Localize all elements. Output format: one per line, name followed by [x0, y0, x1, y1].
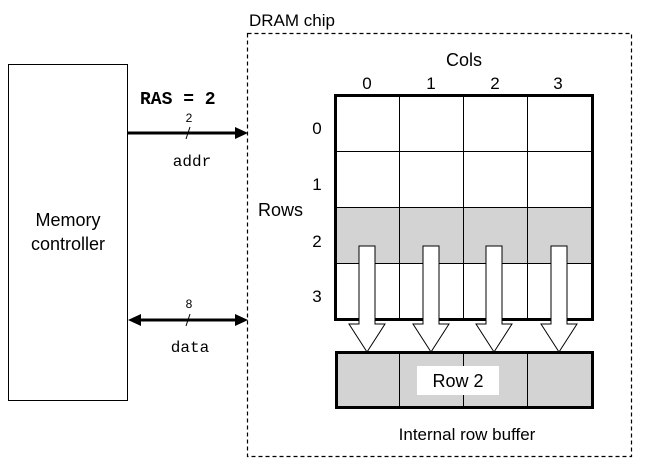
transfer-arrow-col-3 — [540, 245, 578, 353]
row-label-0: 0 — [312, 119, 321, 138]
ras-command-label: RAS = 2 — [140, 90, 216, 110]
memory-controller-label-line1: Memory — [35, 210, 100, 230]
row-buffer-caption: Internal row buffer — [399, 425, 536, 444]
memory-controller-box — [8, 64, 128, 401]
row-label-1: 1 — [312, 175, 321, 194]
dram-chip-boundary — [246, 32, 633, 458]
rows-title: Rows — [258, 200, 303, 220]
transfer-arrow-col-2 — [475, 245, 513, 353]
col-label-3: 3 — [553, 74, 562, 93]
row-buffer-content-label: Row 2 — [432, 371, 483, 391]
data-bus-width: 8 — [186, 297, 193, 311]
col-label-0: 0 — [362, 74, 371, 93]
cell-array-grid — [336, 96, 592, 319]
memory-controller-label-line2: controller — [31, 234, 105, 254]
row-label-3: 3 — [312, 287, 321, 306]
col-label-2: 2 — [490, 74, 499, 93]
cols-title: Cols — [446, 50, 482, 70]
dram-chip-title: DRAM chip — [249, 11, 335, 30]
address-bus-label: addr — [173, 153, 211, 171]
address-bus-width: 2 — [186, 111, 193, 125]
transfer-arrow-col-0 — [348, 245, 386, 353]
address-bus — [128, 126, 248, 140]
col-label-1: 1 — [426, 74, 435, 93]
cell-array-border — [334, 94, 594, 321]
row-label-2: 2 — [312, 232, 321, 251]
data-bus-label: data — [171, 339, 210, 357]
transfer-arrow-col-1 — [412, 245, 450, 353]
row-buffer-label-box — [417, 366, 499, 395]
data-bus — [128, 313, 248, 327]
